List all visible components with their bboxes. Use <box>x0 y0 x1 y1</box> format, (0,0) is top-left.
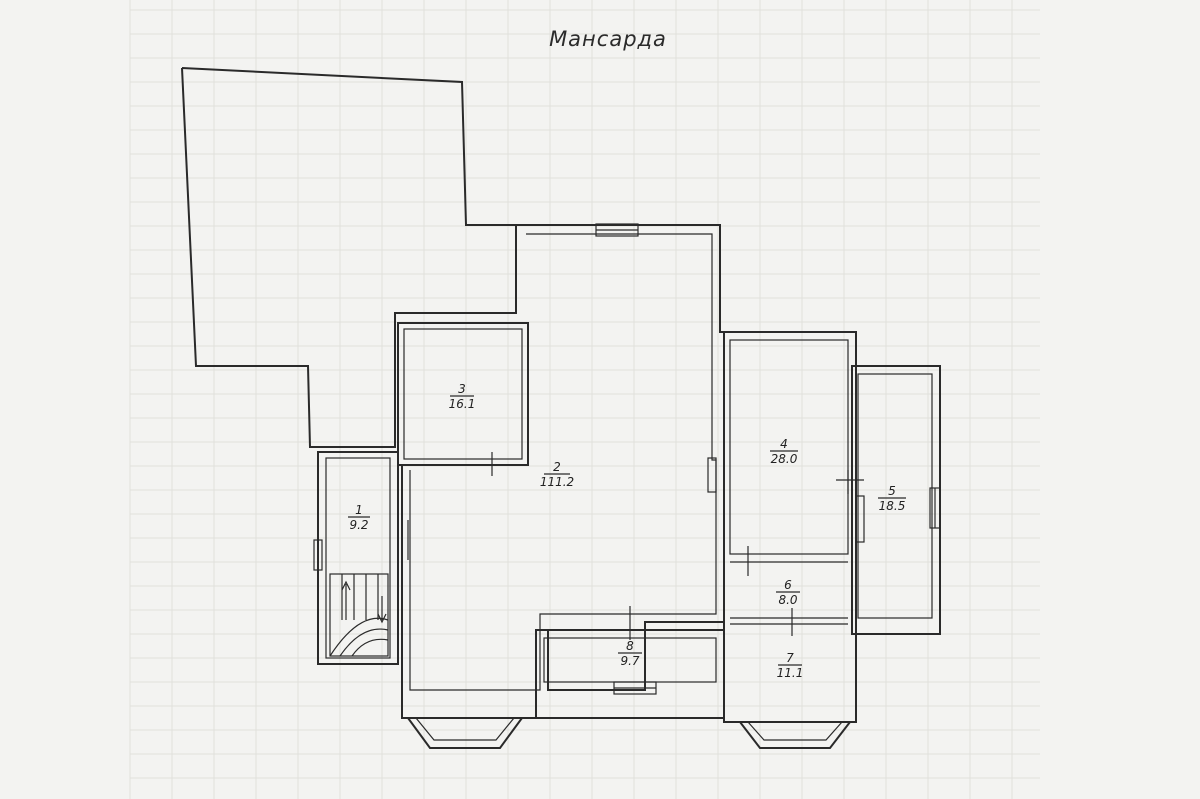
room-number: 1 <box>355 503 363 517</box>
background-grid <box>129 0 1040 799</box>
room-area: 9.7 <box>620 654 639 668</box>
outer-wall-left-block <box>181 67 517 448</box>
door-room-4 <box>707 457 717 493</box>
room-number: 4 <box>780 437 788 451</box>
room-area: 16.1 <box>449 397 476 411</box>
room-label-7: 7 11.1 <box>777 651 804 680</box>
room-area: 8.0 <box>778 593 797 607</box>
room-area: 11.1 <box>777 666 804 680</box>
room-2-inner-wall <box>409 233 717 691</box>
room-label-6: 6 8.0 <box>776 578 800 607</box>
window-room-8-bottom <box>613 681 657 695</box>
room-area: 9.2 <box>349 518 368 532</box>
staircase <box>329 573 389 657</box>
room-area: 18.5 <box>879 499 906 513</box>
room-area: 28.0 <box>771 452 798 466</box>
room-label-5: 5 18.5 <box>878 484 906 513</box>
bay-window-right <box>739 721 851 749</box>
window-room-5 <box>929 487 941 529</box>
room-3-walls <box>397 322 529 466</box>
window-room-2-top <box>595 223 639 237</box>
room-label-2: 2 111.2 <box>540 460 574 489</box>
plan-title: Мансарда <box>549 27 667 51</box>
room-number: 2 <box>553 460 561 474</box>
room-4-inner-wall <box>729 339 849 555</box>
door-room-5-b <box>855 495 865 543</box>
room-label-8: 8 9.7 <box>618 639 642 668</box>
room-3-inner-wall <box>403 328 523 460</box>
room-number: 3 <box>458 382 466 396</box>
window-room-1 <box>313 539 323 571</box>
room-number: 8 <box>626 639 634 653</box>
room-1-inner-wall <box>325 457 391 659</box>
room-label-3: 3 16.1 <box>449 382 476 411</box>
room-number: 5 <box>888 484 896 498</box>
room-label-4: 4 28.0 <box>770 437 798 466</box>
room-number: 6 <box>784 578 792 592</box>
bay-window-left <box>407 717 523 749</box>
room-area: 111.2 <box>540 475 574 489</box>
room-label-1: 1 9.2 <box>348 503 370 532</box>
floor-plan: 1 9.2 2 111.2 3 16.1 4 28.0 5 18.5 6 8.0 <box>181 67 941 749</box>
room-number: 7 <box>786 651 794 665</box>
